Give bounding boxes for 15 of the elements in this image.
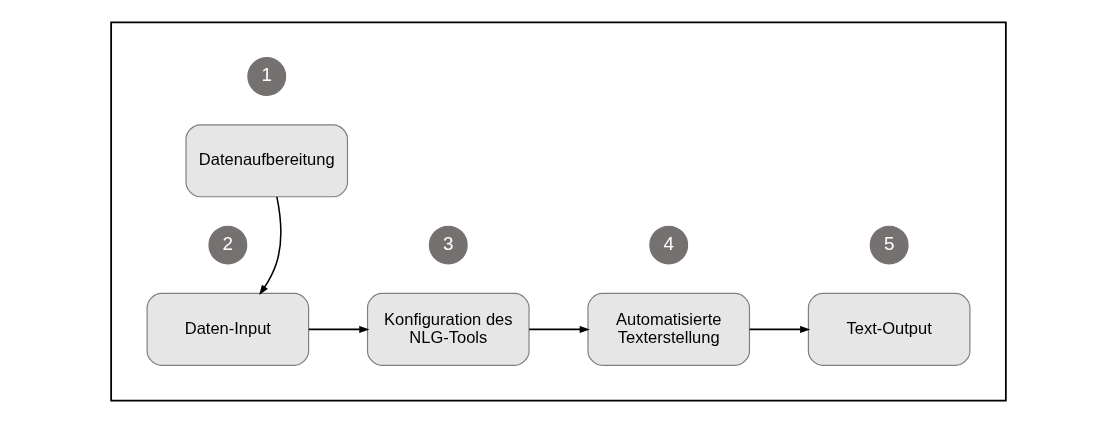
node-box: Text-Output xyxy=(807,292,971,366)
arrow xyxy=(308,325,370,333)
arrow xyxy=(748,325,811,333)
node-box: Datenaufbereitung xyxy=(185,124,349,198)
arrow xyxy=(259,196,282,296)
node-circle: 3 xyxy=(428,225,468,265)
node-circle: 1 xyxy=(247,57,287,96)
node-box: Konfiguration des NLG-Tools xyxy=(366,292,530,366)
node-circle: 4 xyxy=(649,225,689,265)
node-box: Automatisierte Texterstellung xyxy=(587,292,751,366)
arrow xyxy=(528,325,590,333)
cluster xyxy=(110,21,1007,402)
node-circle: 5 xyxy=(869,225,909,265)
node-box: Daten-Input xyxy=(146,292,310,366)
node-circle: 2 xyxy=(208,225,248,265)
